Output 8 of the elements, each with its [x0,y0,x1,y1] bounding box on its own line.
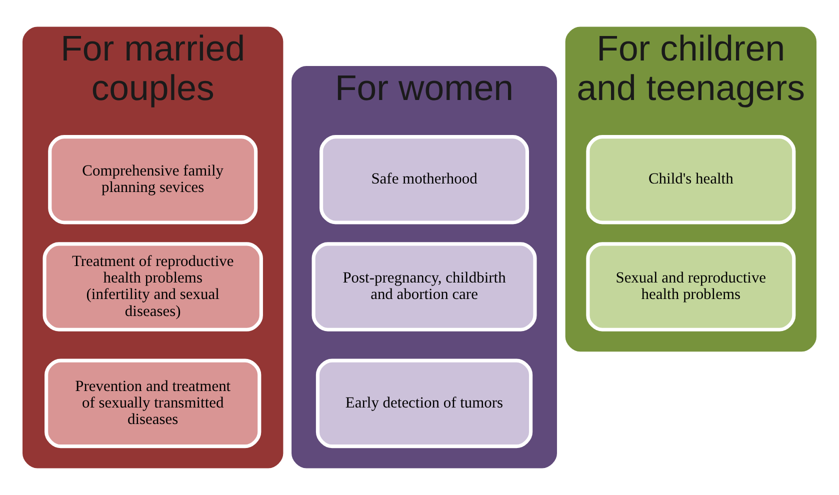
node-box: Child's health [586,135,796,224]
node-box: Sexual and reproductive health problems [586,242,796,332]
node-box: Comprehensive family planning sevices [48,135,258,224]
node-box: Safe motherhood [320,135,529,224]
node-box: Post-pregnancy, childbirth and abortion care [312,242,537,332]
node-box: Prevention and treatment of sexually transmitted diseases [44,358,262,448]
node-box: Early detection of tumors [316,358,533,448]
node-box: Treatment of reproductive health problems (infertility and sexual diseases) [42,242,263,332]
